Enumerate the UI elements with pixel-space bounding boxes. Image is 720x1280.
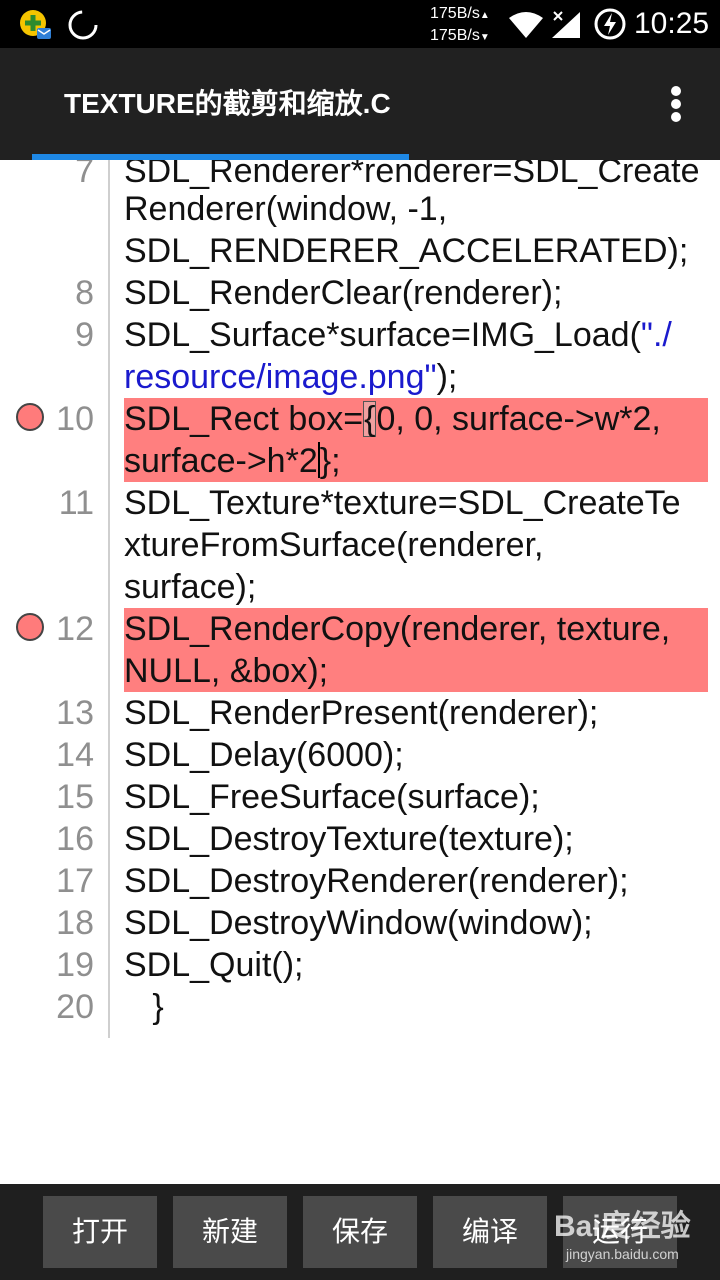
new-button[interactable]: 新建 bbox=[173, 1196, 287, 1268]
breakpoint-highlight bbox=[124, 608, 708, 692]
status-bar: 175B/s▲ 175B/s▼ 10:25 bbox=[0, 0, 720, 48]
text-cursor bbox=[317, 442, 320, 478]
line-number: 11 bbox=[58, 484, 94, 522]
open-button[interactable]: 打开 bbox=[43, 1196, 157, 1268]
breakpoint-marker[interactable] bbox=[16, 403, 44, 431]
line-number: 12 bbox=[56, 610, 94, 648]
code-text[interactable]: surface); bbox=[124, 568, 257, 606]
line-number: 7 bbox=[75, 160, 94, 190]
line-number: 15 bbox=[56, 778, 94, 816]
code-segment: 0, 0, surface->w*2, bbox=[376, 400, 661, 438]
code-text[interactable]: SDL_DestroyWindow(window); bbox=[124, 904, 593, 942]
code-segment: SDL_Rect box= bbox=[124, 400, 364, 438]
code-text[interactable]: resource/image.png"); bbox=[124, 356, 708, 398]
code-text[interactable]: } bbox=[124, 988, 164, 1026]
code-text[interactable]: SDL_FreeSurface(surface); bbox=[124, 778, 540, 816]
code-text[interactable]: SDL_Surface*surface=IMG_Load("./ bbox=[124, 314, 708, 356]
arrow-up-icon: ▲ bbox=[479, 10, 490, 21]
sync-spinner-icon bbox=[68, 10, 98, 40]
code-text[interactable]: Renderer(window, -1, bbox=[124, 190, 448, 228]
clock: 10:25 bbox=[634, 7, 710, 40]
code-text[interactable]: NULL, &box); bbox=[124, 652, 329, 690]
file-title-tab[interactable]: TEXTURE的截剪和缩放.C bbox=[64, 88, 391, 119]
line-number: 17 bbox=[56, 862, 94, 900]
code-text[interactable]: xtureFromSurface(renderer, bbox=[124, 526, 544, 564]
line-number: 14 bbox=[56, 736, 94, 774]
app-bar: TEXTURE的截剪和缩放.C bbox=[0, 48, 720, 160]
code-segment: }; bbox=[319, 442, 341, 480]
gutter-divider bbox=[108, 160, 110, 1038]
string-literal: resource/image.png" bbox=[124, 358, 437, 396]
code-text[interactable]: SDL_Quit(); bbox=[124, 946, 304, 984]
line-number: 19 bbox=[56, 946, 94, 984]
code-text[interactable]: surface->h*2}; bbox=[124, 440, 708, 482]
overflow-menu-icon[interactable] bbox=[656, 80, 696, 128]
line-number: 9 bbox=[75, 316, 94, 354]
network-speed: 175B/s▲ 175B/s▼ bbox=[430, 4, 506, 48]
code-text[interactable]: SDL_Renderer*renderer=SDL_Create bbox=[124, 160, 700, 190]
line-number: 20 bbox=[56, 988, 94, 1026]
line-number: 18 bbox=[56, 904, 94, 942]
cell-signal-icon bbox=[552, 11, 580, 38]
code-editor[interactable]: 7 SDL_Renderer*renderer=SDL_Create Rende… bbox=[0, 160, 720, 1184]
line-number: 8 bbox=[75, 274, 94, 312]
speed-up: 175B/s bbox=[430, 5, 480, 22]
line-number: 13 bbox=[56, 694, 94, 732]
code-text[interactable]: SDL_RenderClear(renderer); bbox=[124, 274, 563, 312]
code-segment: ); bbox=[436, 358, 458, 396]
code-text[interactable]: SDL_RenderPresent(renderer); bbox=[124, 694, 599, 732]
breakpoint-highlight bbox=[124, 398, 708, 482]
breakpoint-marker[interactable] bbox=[16, 613, 44, 641]
wifi-icon bbox=[509, 12, 543, 38]
battery-charging-icon bbox=[594, 8, 626, 40]
string-literal: "./ bbox=[640, 316, 672, 354]
code-text[interactable]: SDL_RENDERER_ACCELERATED); bbox=[124, 232, 689, 270]
line-number: 10 bbox=[56, 400, 94, 438]
code-text[interactable]: SDL_RenderCopy(renderer, texture, bbox=[124, 610, 671, 648]
code-text[interactable]: SDL_Texture*texture=SDL_CreateTe bbox=[124, 484, 681, 522]
code-segment: SDL_Surface*surface=IMG_Load( bbox=[124, 316, 641, 354]
run-button[interactable]: 运行 bbox=[563, 1196, 677, 1268]
code-text[interactable]: SDL_Rect box={0, 0, surface->w*2, bbox=[124, 398, 708, 440]
arrow-down-icon: ▼ bbox=[479, 32, 490, 43]
app-notification-icon bbox=[20, 10, 51, 39]
bottom-toolbar: 打开 新建 保存 编译 运行 bbox=[0, 1184, 720, 1280]
code-text[interactable]: SDL_DestroyTexture(texture); bbox=[124, 820, 574, 858]
compile-button[interactable]: 编译 bbox=[433, 1196, 547, 1268]
code-segment: surface->h*2 bbox=[124, 442, 318, 480]
save-button[interactable]: 保存 bbox=[303, 1196, 417, 1268]
tab-indicator bbox=[32, 154, 409, 160]
speed-down: 175B/s bbox=[430, 27, 480, 44]
code-text[interactable]: SDL_DestroyRenderer(renderer); bbox=[124, 862, 629, 900]
line-number: 16 bbox=[56, 820, 94, 858]
code-text[interactable]: SDL_Delay(6000); bbox=[124, 736, 404, 774]
matching-bracket: { bbox=[363, 400, 377, 438]
